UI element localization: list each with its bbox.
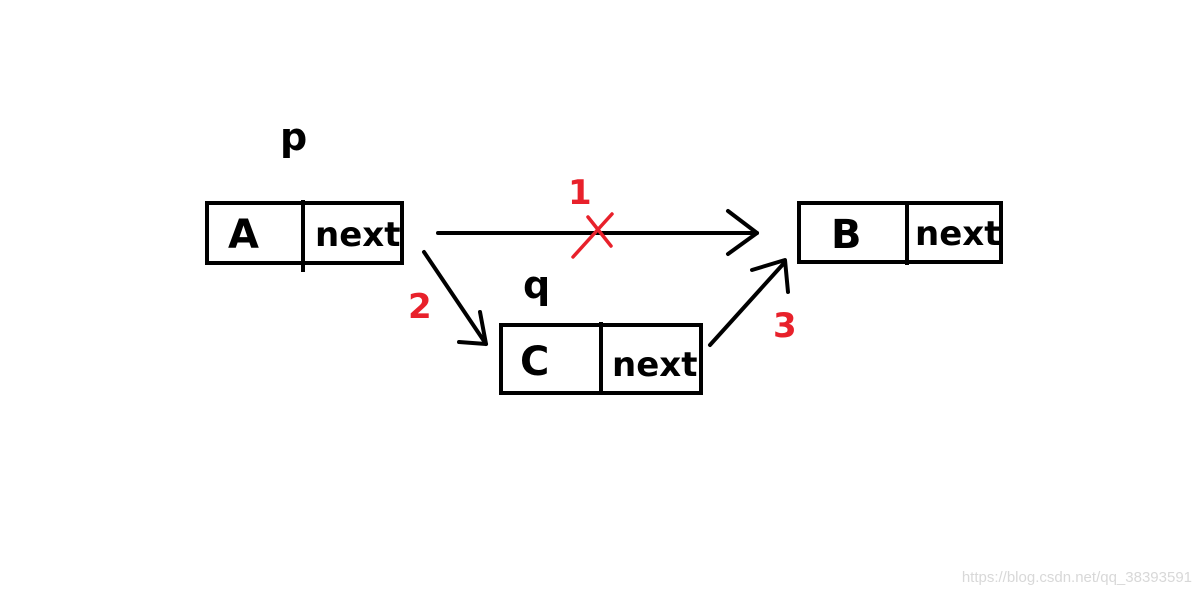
- pointer-q-label: q: [523, 263, 550, 307]
- node-b-next-field: next: [915, 214, 1000, 254]
- cross-stroke-2: [571, 212, 614, 259]
- arrow-a-to-b: [436, 209, 759, 256]
- arrow-c-to-b: [708, 258, 790, 347]
- node-a-value: A: [228, 212, 259, 258]
- node-b-value: B: [831, 212, 862, 258]
- arrow-a-to-c-head: [457, 310, 488, 346]
- cross-stroke-1: [586, 215, 613, 248]
- arrow-c-to-b-head: [750, 258, 790, 294]
- node-b-box: [797, 201, 1003, 264]
- arrow-a-to-c-line: [422, 250, 488, 346]
- cross-mark: [571, 212, 614, 259]
- node-c-value: C: [520, 339, 549, 385]
- step-3-label: 3: [773, 306, 797, 346]
- pointer-p-label: p: [280, 115, 307, 159]
- node-a-next-field: next: [315, 215, 400, 255]
- arrow-a-to-b-head: [726, 209, 759, 256]
- step-1-label: 1: [568, 173, 592, 213]
- node-c-next-field: next: [612, 345, 697, 385]
- node-c: C next: [499, 322, 703, 395]
- node-b: B next: [797, 201, 1003, 265]
- step-2-label: 2: [408, 287, 432, 327]
- watermark-text: https://blog.csdn.net/qq_38393591: [962, 569, 1192, 586]
- arrow-a-to-c: [422, 250, 488, 346]
- arrow-c-to-b-line: [708, 260, 787, 347]
- node-a: A next: [205, 200, 404, 272]
